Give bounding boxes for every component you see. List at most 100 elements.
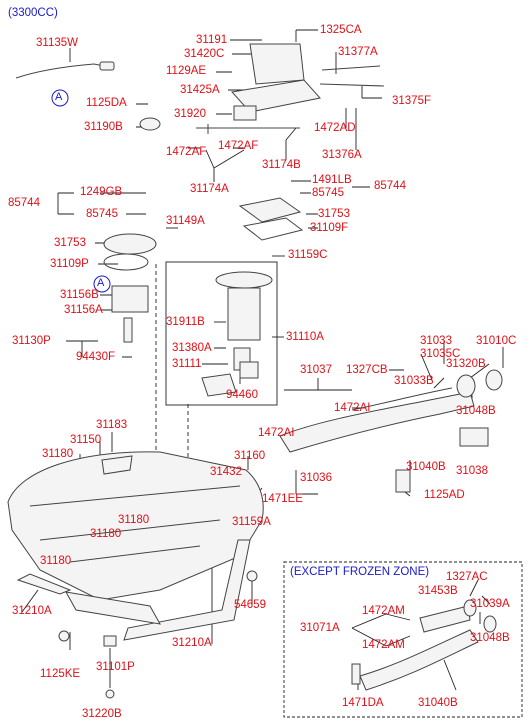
canister-drawing — [249, 43, 305, 85]
part-label-1471EE: 1471EE — [262, 493, 303, 505]
part-label-31035C: 31035C — [420, 348, 461, 360]
engine-header: (3300CC) — [8, 7, 58, 19]
filler-cap-drawing — [485, 369, 503, 391]
part-label-1491LB: 1491LB — [312, 174, 352, 186]
pump-cap-drawing — [215, 271, 273, 289]
part-label-31380A: 31380A — [172, 342, 212, 354]
part-label-94460: 94460 — [226, 389, 258, 401]
part-label-54659: 54659 — [234, 599, 266, 611]
part-label-31048B: 31048B — [456, 405, 496, 417]
part-label-1327CB: 1327CB — [346, 364, 388, 376]
part-label-31911B: 31911B — [166, 316, 205, 328]
part-label-1472AM-2: 1472AM — [362, 639, 405, 651]
gasket-right-drawing — [238, 197, 302, 223]
part-label-31376A: 31376A — [322, 149, 362, 161]
part-label-31135W: 31135W — [36, 37, 78, 49]
part-label-31033: 31033 — [420, 335, 452, 347]
part-label-94430F: 94430F — [76, 351, 116, 363]
part-label-31425A: 31425A — [180, 84, 220, 96]
part-label-1129AE: 1129AE — [166, 65, 207, 77]
part-label-31180-3: 31180 — [90, 528, 122, 540]
part-label-31111: 31111 — [172, 358, 202, 370]
part-label-31101P: 31101P — [96, 661, 135, 673]
part-label-31156A: 31156A — [64, 304, 103, 316]
part-label-31180-2: 31180 — [118, 514, 150, 526]
part-label-1472AF-2: 1472AF — [218, 140, 259, 152]
part-label-31191: 31191 — [196, 34, 228, 46]
part-label-31040B-inset: 31040B — [418, 697, 458, 709]
part-label-85744-right: 85744 — [374, 180, 406, 192]
part-label-31109F: 31109F — [310, 222, 349, 234]
part-label-31180-1: 31180 — [42, 448, 74, 460]
part-label-31048B-inset: 31048B — [470, 632, 510, 644]
vent-valve-assembly-drawing — [233, 105, 257, 121]
part-label-31160: 31160 — [234, 450, 266, 462]
fuel-pump-drawing — [227, 287, 261, 341]
clamp-drawing — [139, 117, 161, 131]
part-label-85745-left: 85745 — [86, 208, 118, 220]
part-label-31149A: 31149A — [166, 215, 205, 227]
part-label-31156B: 31156B — [60, 289, 99, 301]
part-label-1125DA: 1125DA — [86, 97, 127, 109]
inset-filler-neck-drawing — [359, 629, 479, 691]
part-label-85744-left: 85744 — [8, 197, 40, 209]
sender-unit-drawing — [111, 285, 149, 313]
part-label-31753-left: 31753 — [54, 237, 86, 249]
part-label-1125KE: 1125KE — [40, 668, 81, 680]
part-label-31174A: 31174A — [190, 183, 229, 195]
part-label-31130P: 31130P — [12, 335, 51, 347]
part-label-31220B: 31220B — [82, 708, 122, 720]
ref-circle-top — [51, 89, 69, 107]
part-label-31183: 31183 — [96, 419, 128, 431]
ref-marker-mid: A — [97, 277, 105, 289]
filler-neck-drawing — [279, 391, 475, 453]
part-label-31375F: 31375F — [392, 95, 432, 107]
part-label-31174B: 31174B — [262, 159, 301, 171]
part-label-31190B: 31190B — [84, 121, 123, 133]
part-label-1472AI-1: 1472AI — [334, 402, 371, 414]
gasket-left-drawing — [103, 233, 157, 255]
part-label-31037: 31037 — [300, 364, 332, 376]
part-label-31420C: 31420C — [184, 48, 225, 60]
ref-marker-top: A — [55, 91, 63, 103]
heat-protector-drawing — [65, 591, 161, 625]
part-label-31110A: 31110A — [286, 331, 324, 343]
part-label-1472AD: 1472AD — [314, 122, 356, 134]
part-label-1327AC: 1327AC — [446, 571, 488, 583]
strap-left-drawing — [16, 573, 72, 595]
part-label-1472AM-1: 1472AM — [362, 605, 405, 617]
part-label-31039A: 31039A — [470, 598, 510, 610]
pump-module-frame — [165, 261, 278, 406]
part-label-31920: 31920 — [174, 108, 206, 120]
part-label-31180-4: 31180 — [40, 555, 72, 567]
part-label-1249GB: 1249GB — [80, 186, 123, 198]
part-label-31210A-2: 31210A — [172, 637, 212, 649]
canister-bracket-drawing — [231, 79, 321, 113]
part-label-31040B: 31040B — [406, 461, 446, 473]
part-label-31071A: 31071A — [300, 622, 340, 634]
fuel-tank-drawing — [7, 451, 264, 601]
part-label-31159A: 31159A — [232, 516, 271, 528]
part-label-31036: 31036 — [300, 472, 332, 484]
part-label-1472AF-1: 1472AF — [166, 146, 207, 158]
part-label-1471DA: 1471DA — [342, 697, 384, 709]
part-label-31377A: 31377A — [338, 46, 378, 58]
part-label-31453B: 31453B — [418, 585, 458, 597]
vent-hose-drawing — [15, 63, 105, 79]
part-label-31159C: 31159C — [288, 249, 328, 261]
pump-filter-drawing — [201, 373, 237, 397]
part-label-85745-right: 85745 — [312, 187, 344, 199]
inset-title: (EXCEPT FROZEN ZONE) — [290, 566, 430, 578]
strap-right-drawing — [123, 539, 251, 641]
filler-cap-ring-drawing — [456, 374, 476, 398]
part-label-1472AI-2: 1472AI — [258, 427, 295, 439]
part-label-31753-right: 31753 — [318, 208, 350, 220]
part-label-1125AD: 1125AD — [424, 489, 465, 501]
part-label-31320B: 31320B — [446, 358, 486, 370]
label-plate-drawing — [459, 427, 489, 447]
inset-frame — [283, 561, 523, 718]
vent-valve-drawing — [99, 61, 115, 71]
ref-circle-mid — [93, 275, 111, 293]
part-label-31109P: 31109P — [50, 258, 89, 270]
